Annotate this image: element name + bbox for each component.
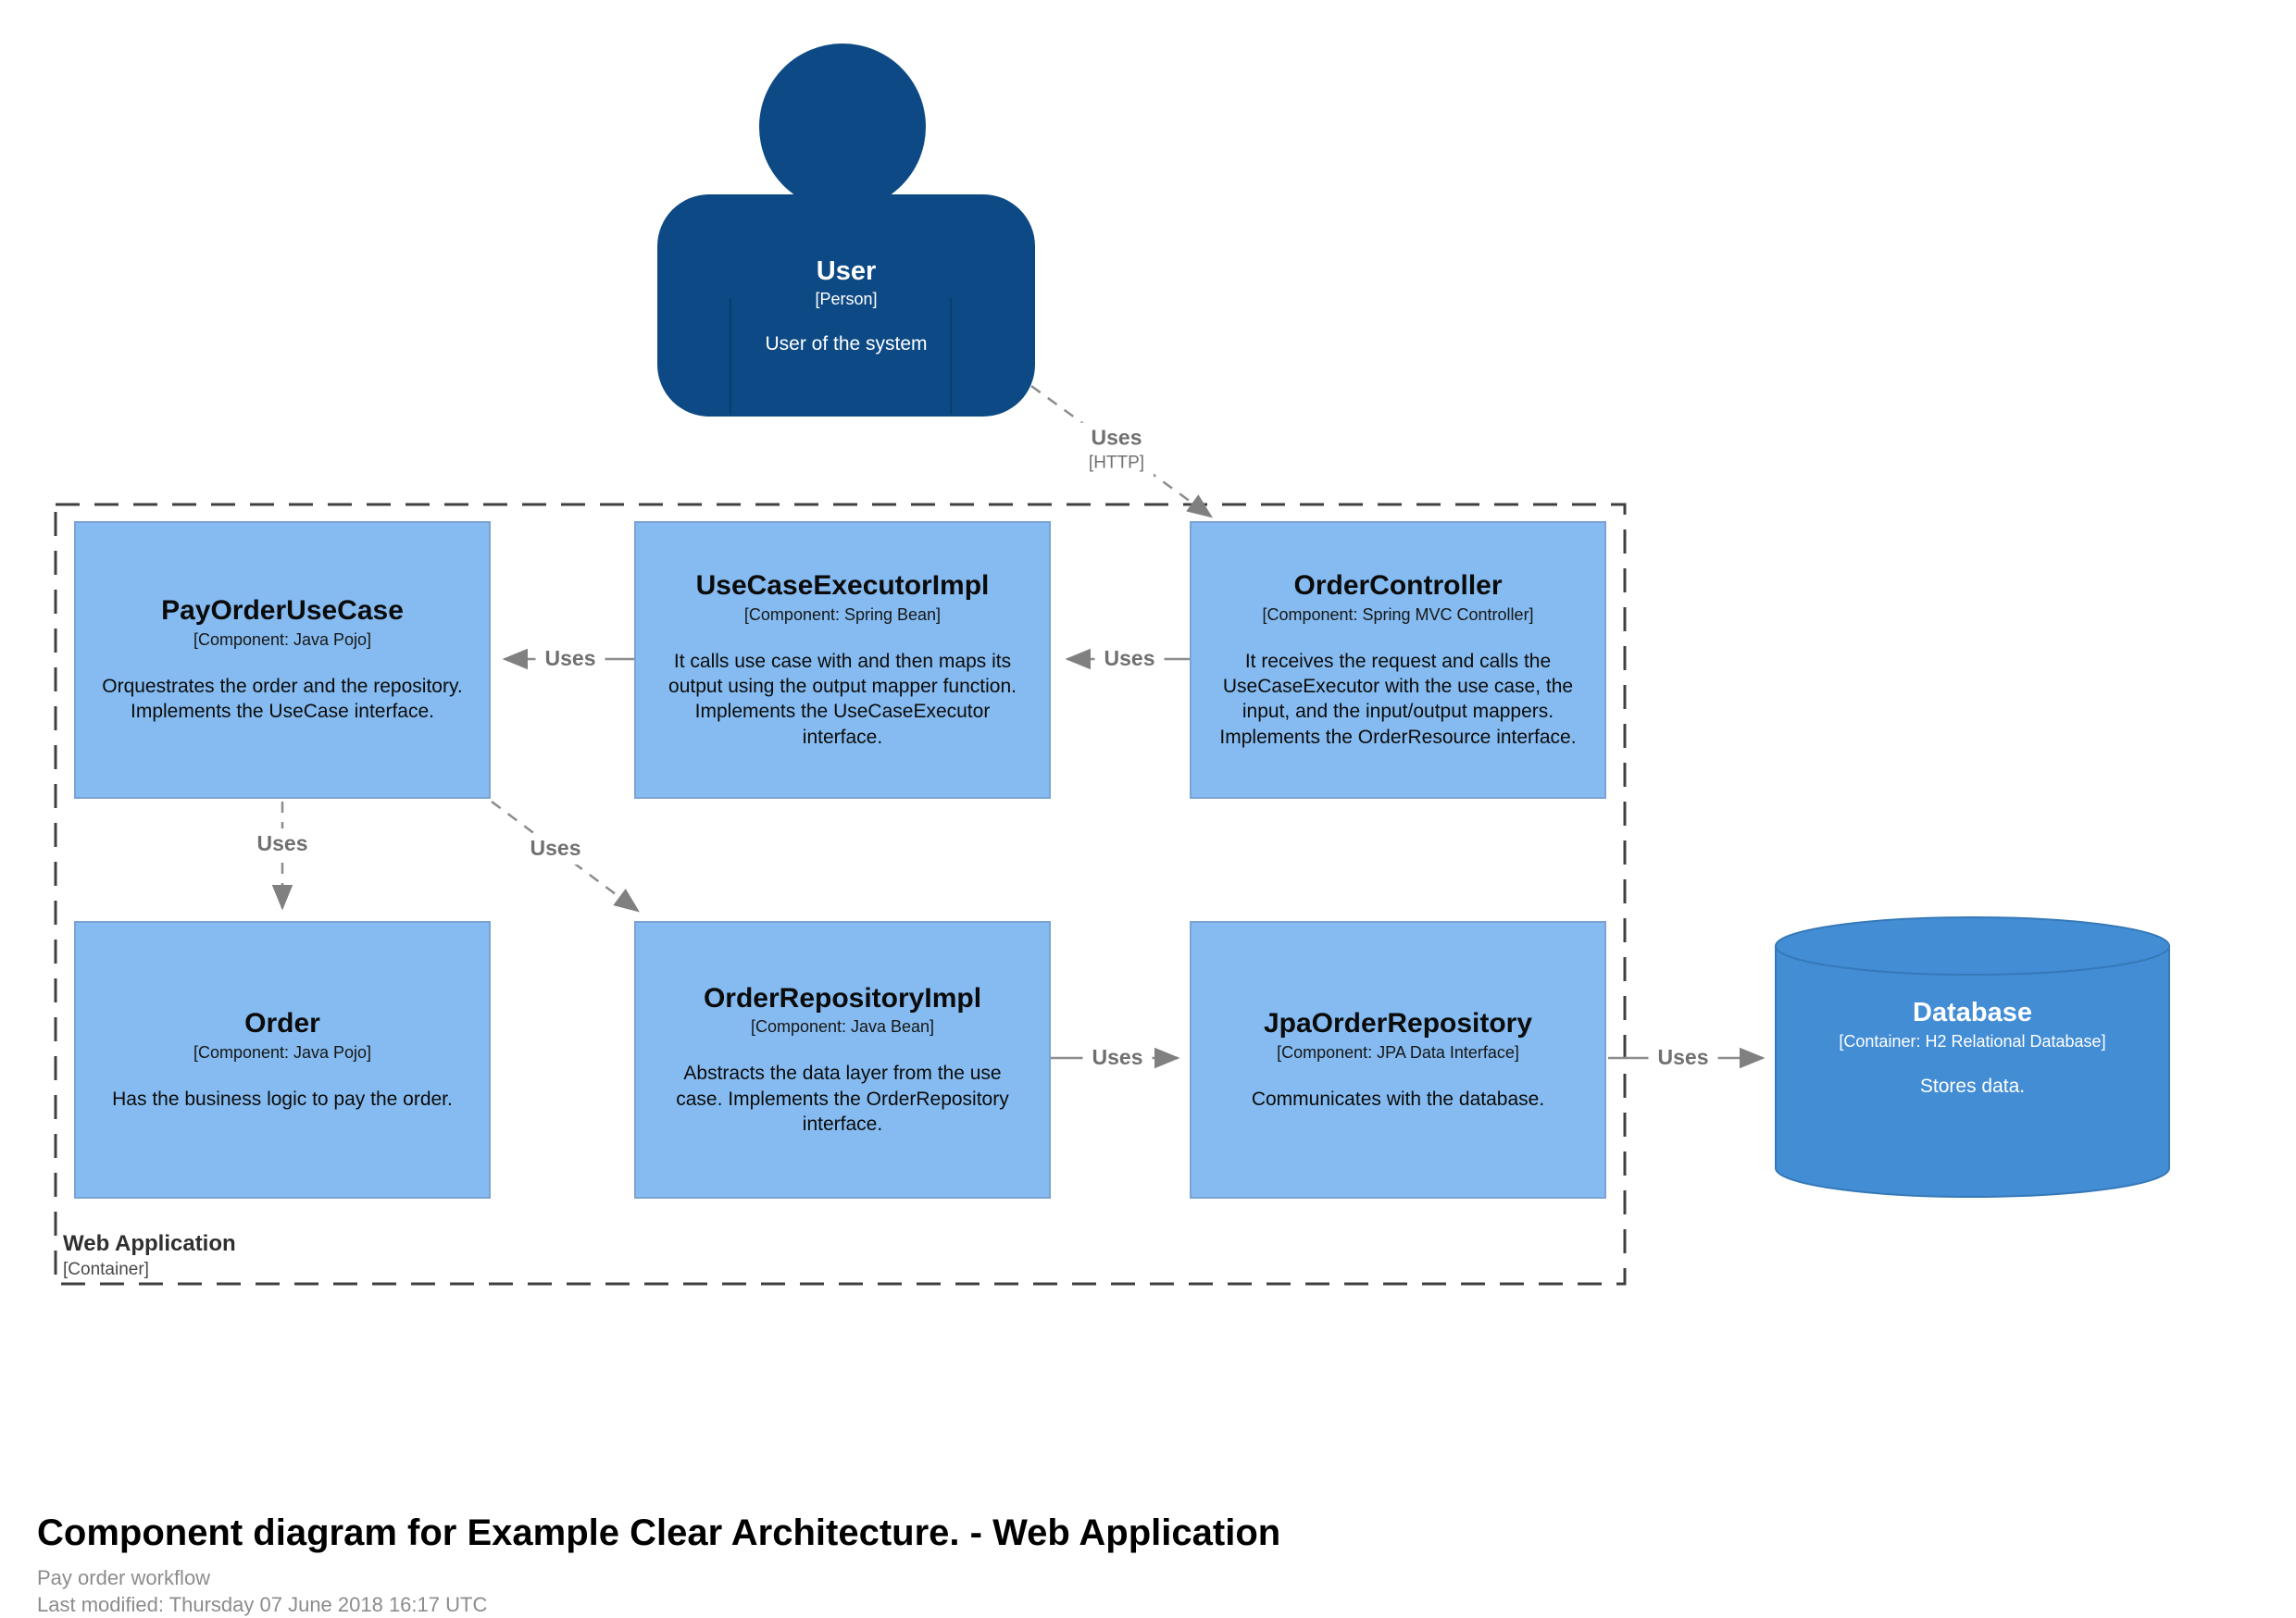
edge-label-text: Uses	[544, 646, 596, 671]
component-name: OrderRepositoryImpl	[703, 982, 982, 1014]
database-meta: [Container: H2 Relational Database]	[1839, 1032, 2106, 1051]
component-description: Has the business logic to pay the order.	[112, 1088, 453, 1110]
edge-label-text: Uses	[530, 836, 581, 861]
component-jpaorderrepository[interactable]: JpaOrderRepository [Component: JPA Data …	[1190, 921, 1606, 1199]
edge-label-jpaorderrepository-database: Uses	[1648, 1042, 1718, 1074]
component-ordercontroller[interactable]: OrderController [Component: Spring MVC C…	[1190, 521, 1606, 799]
edge-label-technology: [HTTP]	[1088, 453, 1145, 473]
boundary-name: Web Application	[63, 1231, 236, 1256]
web-application-boundary-outline	[54, 503, 1627, 1286]
edge-label-text: Uses	[256, 831, 308, 856]
person-meta: [Person]	[815, 289, 878, 308]
component-description: Abstracts the data layer from the use ca…	[676, 1063, 1009, 1135]
database-description: Stores data.	[1919, 1076, 2026, 1097]
database-cylinder-top	[1775, 916, 2170, 976]
edge-label-text: Uses	[1092, 1045, 1143, 1070]
edge-label-usecaseexecutorimpl-payorderusecase: Uses	[535, 643, 605, 675]
edge-label-user-http: Uses [HTTP]	[1079, 422, 1154, 478]
component-payorderusecase[interactable]: PayOrderUseCase [Component: Java Pojo] O…	[74, 521, 491, 799]
component-meta: [Component: Java Pojo]	[193, 1042, 372, 1062]
component-meta: [Component: Spring Bean]	[743, 604, 942, 624]
edge-label-text: Uses	[1104, 646, 1155, 671]
boundary-meta: [Container]	[63, 1260, 149, 1279]
component-meta: [Component: Java Bean]	[750, 1017, 935, 1037]
person-user[interactable]: User [Person] User of the system	[657, 194, 1035, 417]
component-name: Order	[244, 1008, 320, 1039]
component-meta: [Component: Java Pojo]	[193, 629, 372, 649]
edge-label-orderrepositoryimpl-jpaorderrepository: Uses	[1082, 1042, 1153, 1074]
component-description: Orquestrates the order and the repositor…	[102, 675, 463, 723]
edge-label-payorderusecase-order: Uses	[247, 828, 318, 860]
component-meta: [Component: Spring MVC Controller]	[1262, 604, 1534, 624]
component-order[interactable]: Order [Component: Java Pojo] Has the bus…	[74, 921, 491, 1199]
person-name: User	[816, 255, 877, 286]
database-name: Database	[1913, 998, 2032, 1027]
person-description: User of the system	[765, 332, 928, 355]
database-cylinder-body	[1775, 945, 2170, 1198]
diagram-title: Component diagram for Example Clear Arch…	[37, 1512, 1281, 1553]
edge-label-ordercontroller-usecaseexecutorimpl: Uses	[1094, 643, 1165, 675]
component-name: UseCaseExecutorImpl	[695, 570, 990, 602]
database-label-block[interactable]: Database [Container: H2 Relational Datab…	[1776, 998, 2169, 1098]
diagram-last-modified: Last modified: Thursday 07 June 2018 16:…	[37, 1593, 488, 1616]
component-name: PayOrderUseCase	[161, 595, 404, 627]
person-arm-seam-left	[730, 298, 731, 415]
component-meta: [Component: JPA Data Interface]	[1277, 1042, 1519, 1062]
diagram-subtitle: Pay order workflow	[37, 1566, 211, 1589]
web-application-boundary-label: Web Application [Container]	[63, 1231, 236, 1280]
component-usecaseexecutorimpl[interactable]: UseCaseExecutorImpl [Component: Spring B…	[634, 521, 1051, 799]
edge-label-payorderusecase-orderrepositoryimpl: Uses	[520, 833, 591, 865]
component-description: It receives the request and calls the Us…	[1219, 650, 1577, 748]
component-description: Communicates with the database.	[1251, 1088, 1545, 1110]
edge-label-text: Uses	[1657, 1045, 1709, 1070]
component-name: OrderController	[1293, 570, 1503, 602]
person-user-head-icon	[759, 44, 926, 210]
component-name: JpaOrderRepository	[1263, 1008, 1533, 1039]
component-description: It calls use case with and then maps its…	[668, 650, 1017, 748]
edge-label-text: Uses	[1091, 425, 1142, 450]
database-cylinder[interactable]	[1775, 916, 2170, 1198]
component-orderrepositoryimpl[interactable]: OrderRepositoryImpl [Component: Java Bea…	[634, 921, 1051, 1199]
person-arm-seam-right	[950, 298, 952, 415]
